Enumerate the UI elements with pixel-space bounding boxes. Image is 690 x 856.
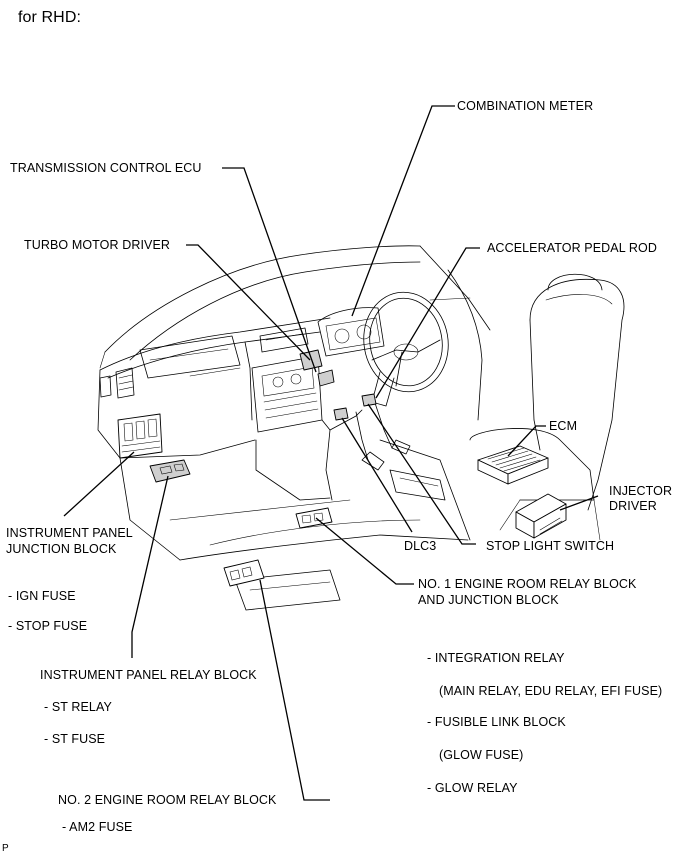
label-fusible-link-block: - FUSIBLE LINK BLOCK xyxy=(427,715,566,729)
leader-ip-relay-block xyxy=(131,475,169,658)
leader-stop-light-switch xyxy=(367,403,476,545)
label-ecm: ECM xyxy=(549,419,578,433)
label-stop-light-switch: STOP LIGHT SWITCH xyxy=(486,539,615,553)
label-glow-relay: - GLOW RELAY xyxy=(427,781,518,795)
leader-no2-engine-room xyxy=(259,579,330,801)
label-ign-fuse: - IGN FUSE xyxy=(8,589,76,603)
label-no2-engine-room: NO. 2 ENGINE ROOM RELAY BLOCK xyxy=(58,793,277,807)
label-dlc3: DLC3 xyxy=(404,539,437,553)
label-turbo-motor-driver: TURBO MOTOR DRIVER xyxy=(24,238,171,252)
page-header: for RHD: xyxy=(18,9,82,26)
corner-mark: P xyxy=(2,843,9,854)
leader-ecm xyxy=(507,425,546,457)
label-injector-driver-line1: INJECTOR xyxy=(609,484,673,498)
label-instrument-panel-relay-block: INSTRUMENT PANEL RELAY BLOCK xyxy=(40,668,257,682)
leader-injector-driver xyxy=(559,495,599,511)
label-transmission-control-ecu: TRANSMISSION CONTROL ECU xyxy=(10,161,202,175)
leader-no1-engine-room xyxy=(315,517,414,585)
label-instrument-panel-jb-line2: JUNCTION BLOCK xyxy=(6,542,117,556)
leader-turbo-motor-driver xyxy=(186,244,311,361)
label-instrument-panel-jb-line1: INSTRUMENT PANEL xyxy=(6,526,133,540)
label-st-relay: - ST RELAY xyxy=(44,700,112,714)
label-am2-fuse: - AM2 FUSE xyxy=(62,820,133,834)
leader-transmission-ecu xyxy=(222,167,317,373)
leader-instrument-panel-jb xyxy=(63,451,135,517)
label-stop-fuse: - STOP FUSE xyxy=(8,619,88,633)
leader-dlc3 xyxy=(341,417,413,533)
label-no1-engine-room-line1: NO. 1 ENGINE ROOM RELAY BLOCK xyxy=(418,577,637,591)
label-integration-relay-detail: (MAIN RELAY, EDU RELAY, EFI FUSE) xyxy=(439,684,663,698)
label-accelerator-pedal-rod: ACCELERATOR PEDAL ROD xyxy=(487,241,657,255)
leader-accelerator-pedal-rod xyxy=(375,247,480,399)
label-combination-meter: COMBINATION METER xyxy=(457,99,594,113)
label-glow-fuse: (GLOW FUSE) xyxy=(439,748,524,762)
label-integration-relay: - INTEGRATION RELAY xyxy=(427,651,565,665)
label-st-fuse: - ST FUSE xyxy=(44,732,106,746)
label-no1-engine-room-line2: AND JUNCTION BLOCK xyxy=(418,593,559,607)
leader-combination-meter xyxy=(351,105,455,317)
label-injector-driver-line2: DRIVER xyxy=(609,499,657,513)
